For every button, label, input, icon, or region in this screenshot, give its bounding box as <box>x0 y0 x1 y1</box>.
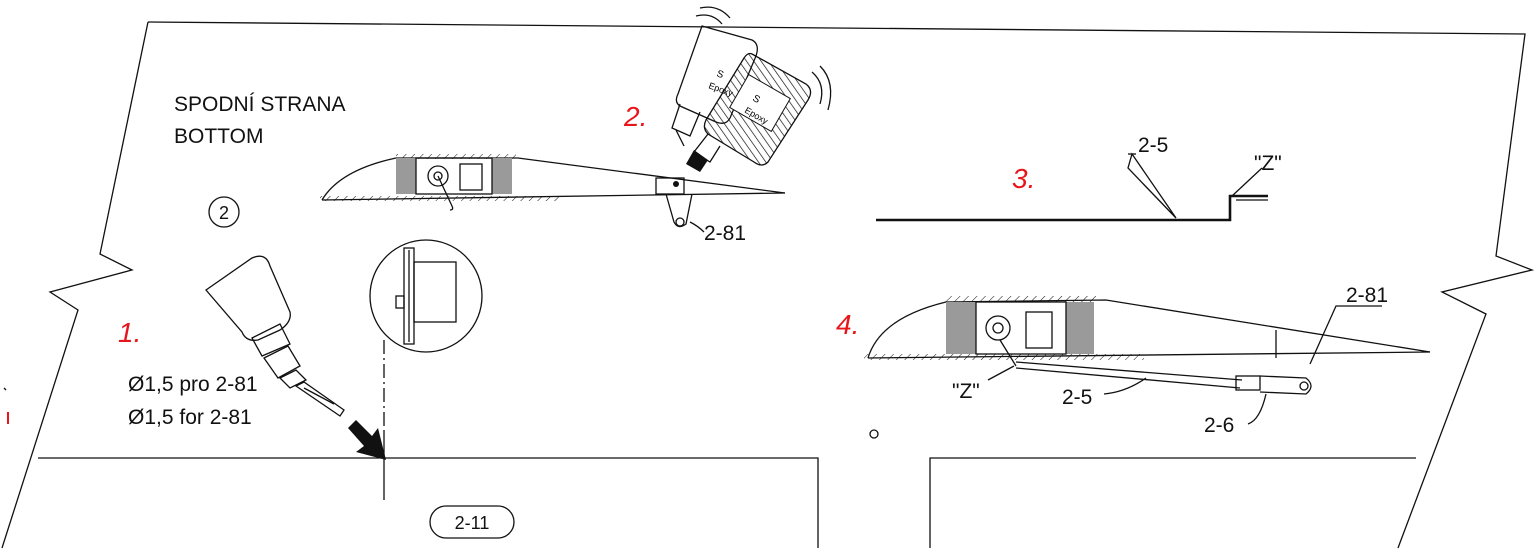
wing-section-step2: 2-81 <box>320 154 786 245</box>
clevis-label-step4: 2-6 <box>1204 414 1234 437</box>
weld-symbol-step3: 2-5 "Z" <box>876 134 1282 222</box>
page-heading: SPODNÍ STRANA BOTTOM <box>174 93 346 148</box>
rod-label-step4: 2-5 <box>1062 386 1092 409</box>
drill-note-en: Ø1,5 for 2-81 <box>128 406 252 429</box>
drill-direction-arrow <box>348 420 386 500</box>
step-2-label: 2. <box>623 101 647 132</box>
z-label-step3: "Z" <box>1254 152 1282 175</box>
part-number-circle: 2 <box>208 196 240 228</box>
detail-circle <box>369 239 483 428</box>
heading-line1: SPODNÍ STRANA <box>174 93 346 116</box>
wing-outline <box>1 21 1535 549</box>
svg-text:S: S <box>715 68 725 81</box>
step-1-label: 1. <box>118 317 141 348</box>
horn-label-step4: 2-81 <box>1346 284 1388 307</box>
part-2-11-label: 2-11 <box>455 513 490 533</box>
part-number-2-11: 2-11 <box>429 505 515 539</box>
small-hole-marker <box>869 429 879 439</box>
drill-note-cz: Ø1,5 pro 2-81 <box>128 373 258 396</box>
wing-section-step4: 2-81 "Z" 2-5 2-6 <box>864 284 1431 437</box>
part-number-label: 2 <box>219 203 229 223</box>
horn-label-step2: 2-81 <box>704 222 746 245</box>
heading-line2: BOTTOM <box>174 125 263 148</box>
svg-text:S: S <box>751 93 763 106</box>
drill-icon <box>205 255 345 417</box>
glue-bottles-icon: S Epoxy S Epoxy <box>671 6 832 187</box>
step-3-label: 3. <box>1012 163 1035 194</box>
rod-label-step3: 2-5 <box>1138 134 1168 157</box>
step-4-label: 4. <box>836 309 859 340</box>
z-label-step4: "Z" <box>952 380 980 403</box>
